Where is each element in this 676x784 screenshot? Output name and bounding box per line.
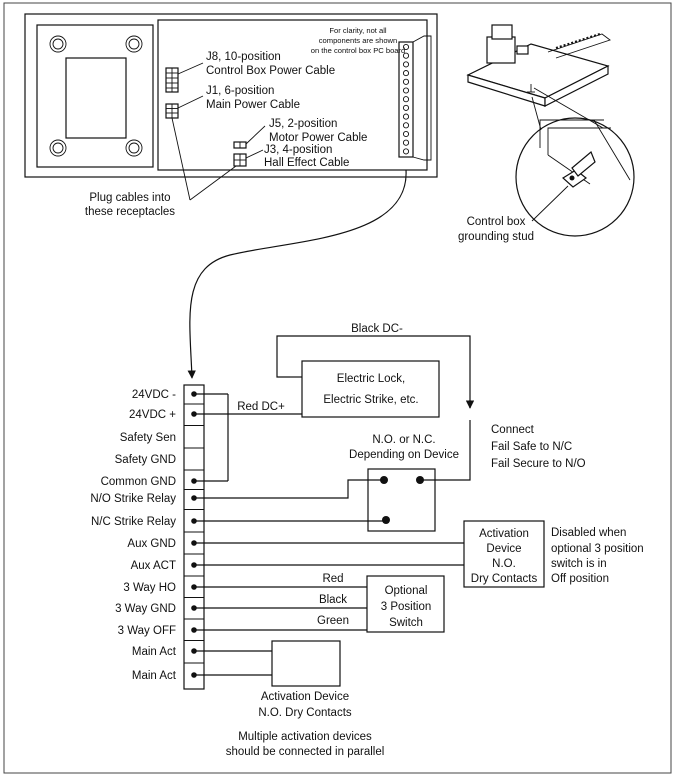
control-box-illustration <box>466 24 611 107</box>
relay-contacts-box <box>367 468 436 532</box>
terminal-label: 24VDC - <box>132 389 176 401</box>
connect-note-3: Fail Secure to N/O <box>491 458 586 470</box>
strip-screw <box>402 148 410 155</box>
terminal-label: Common GND <box>101 476 176 488</box>
aux-device-label-3: N.O. <box>492 558 516 570</box>
j3-label-2: Hall Effect Cable <box>264 157 349 169</box>
aux-activation-box <box>463 520 545 588</box>
wire-color-green: Green <box>317 615 349 627</box>
connect-note-2: Fail Safe to N/C <box>491 441 572 453</box>
terminal-label: Aux GND <box>127 538 176 550</box>
strip-screw <box>402 130 410 138</box>
terminal-label: 3 Way OFF <box>118 625 176 637</box>
lock-label-1: Electric Lock, <box>337 373 405 385</box>
page-frame <box>3 2 672 774</box>
j8-label-1: J8, 10-position <box>206 51 281 63</box>
strip-screw <box>402 61 410 68</box>
strip-screw <box>402 104 410 111</box>
pc-board <box>157 19 428 171</box>
plug-leader <box>171 117 191 201</box>
terminal-block <box>183 384 205 690</box>
terminal-label: N/C Strike Relay <box>91 516 176 528</box>
strip-screw <box>402 113 410 120</box>
electric-lock-box <box>301 360 440 418</box>
parallel-note-2: should be connected in parallel <box>226 746 385 758</box>
terminal-label: 3 Way HO <box>123 582 176 594</box>
strip-screw <box>402 139 410 146</box>
plug-note-1: Plug cables into <box>89 192 170 204</box>
grounding-stud-zoom <box>515 87 635 237</box>
disabled-note-3: switch is in <box>551 558 607 570</box>
switch-label-2: 3 Position <box>381 601 432 613</box>
aux-device-label-2: Device <box>486 543 521 555</box>
clarity-note-1: For clarity, not all <box>329 26 387 35</box>
strip-screw <box>402 122 410 129</box>
black-dc-label: Black DC- <box>351 323 403 335</box>
aux-device-label-4: Dry Contacts <box>471 573 538 585</box>
j1-label-2: Main Power Cable <box>206 99 300 111</box>
parallel-note-1: Multiple activation devices <box>238 731 372 743</box>
clarity-note-3: on the control box PC board <box>311 46 406 55</box>
wire-color-black: Black <box>319 594 347 606</box>
disabled-note-4: Off position <box>551 573 609 585</box>
disabled-note-1: Disabled when <box>551 527 626 539</box>
terminal-label: N/O Strike Relay <box>90 493 176 505</box>
wire-color-red: Red <box>322 573 343 585</box>
strip-screw <box>402 96 410 103</box>
main-device-label-1: Activation Device <box>261 691 349 703</box>
strip-screw <box>402 78 410 85</box>
grounding-label-2: grounding stud <box>458 231 534 243</box>
j5-label-1: J5, 2-position <box>269 118 337 130</box>
relay-note-1: N.O. or N.C. <box>372 434 435 446</box>
control-box <box>24 13 438 201</box>
plug-note-2: these receptacles <box>85 206 175 218</box>
grounding-leader <box>531 185 569 222</box>
main-activation-box <box>271 640 341 687</box>
no-strike-wire <box>194 479 384 499</box>
strip-screw <box>402 70 410 77</box>
black-dc-wire <box>276 335 471 408</box>
terminal-label: Main Act <box>132 670 177 682</box>
grounding-label-1: Control box <box>467 216 526 228</box>
aux-device-label-1: Activation <box>479 528 529 540</box>
three-position-switch-box <box>366 575 445 633</box>
lock-label-2: Electric Strike, etc. <box>323 394 418 406</box>
terminal-label: Safety GND <box>115 454 176 466</box>
terminal-label: Aux ACT <box>131 560 176 572</box>
j3-label-1: J3, 4-position <box>264 144 332 156</box>
j5-label-2: Motor Power Cable <box>269 132 367 144</box>
relay-note-2: Depending on Device <box>349 449 459 461</box>
terminal-label: 3 Way GND <box>115 603 176 615</box>
red-dc-label: Red DC+ <box>237 401 285 413</box>
terminal-label: 24VDC + <box>129 409 176 421</box>
clarity-note-2: components are shown <box>319 36 398 45</box>
disabled-note-2: optional 3 position <box>551 543 644 555</box>
terminal-label: Safety Sen <box>120 432 176 444</box>
main-device-label-2: N.O. Dry Contacts <box>258 707 352 719</box>
board-terminal-strip <box>398 41 414 158</box>
switch-label-3: Switch <box>389 617 423 629</box>
connect-note-1: Connect <box>491 424 535 436</box>
strip-screw <box>402 87 410 94</box>
strip-screw <box>402 52 410 59</box>
terminal-label: Main Act <box>132 646 177 658</box>
j8-label-2: Control Box Power Cable <box>206 65 335 77</box>
cable-to-terminal-block <box>187 169 407 379</box>
switch-label-1: Optional <box>385 585 428 597</box>
wiring <box>194 335 545 687</box>
j1-label-1: J1, 6-position <box>206 85 274 97</box>
strip-screw <box>402 43 410 51</box>
